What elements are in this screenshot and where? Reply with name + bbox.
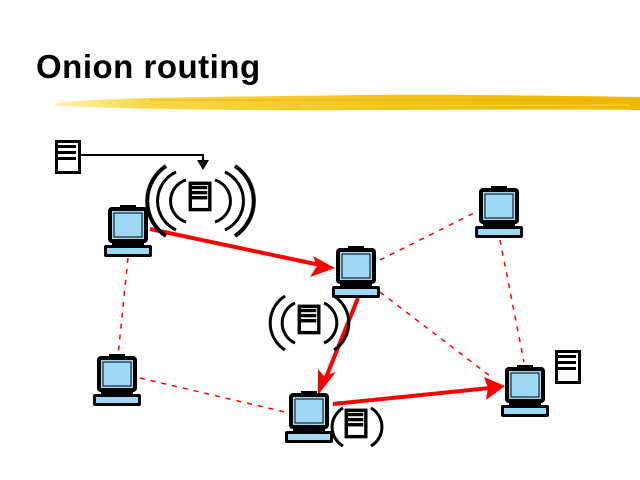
onion-3-layers [145,164,256,238]
encrypt-arrow [81,154,209,170]
idle-link [379,291,491,377]
computer-icon [92,353,142,407]
active-path-arrow [318,297,360,395]
computer-icon [331,245,381,299]
idle-link [139,377,286,413]
computer-icon [474,185,524,239]
onion-2-layers [268,294,351,352]
computer-icon [284,390,334,444]
idle-link [499,239,525,363]
onion-1-layer [330,406,384,448]
idle-link [117,257,129,357]
active-path-arrow [332,377,505,406]
document-icon [55,140,81,174]
slide-title: Onion routing [36,48,261,85]
active-path-arrow [149,227,335,277]
title-underline-brush [55,94,640,111]
computer-icon [500,364,550,418]
computer-icon [103,204,153,258]
idle-link [379,211,477,261]
document-icon [555,350,581,384]
